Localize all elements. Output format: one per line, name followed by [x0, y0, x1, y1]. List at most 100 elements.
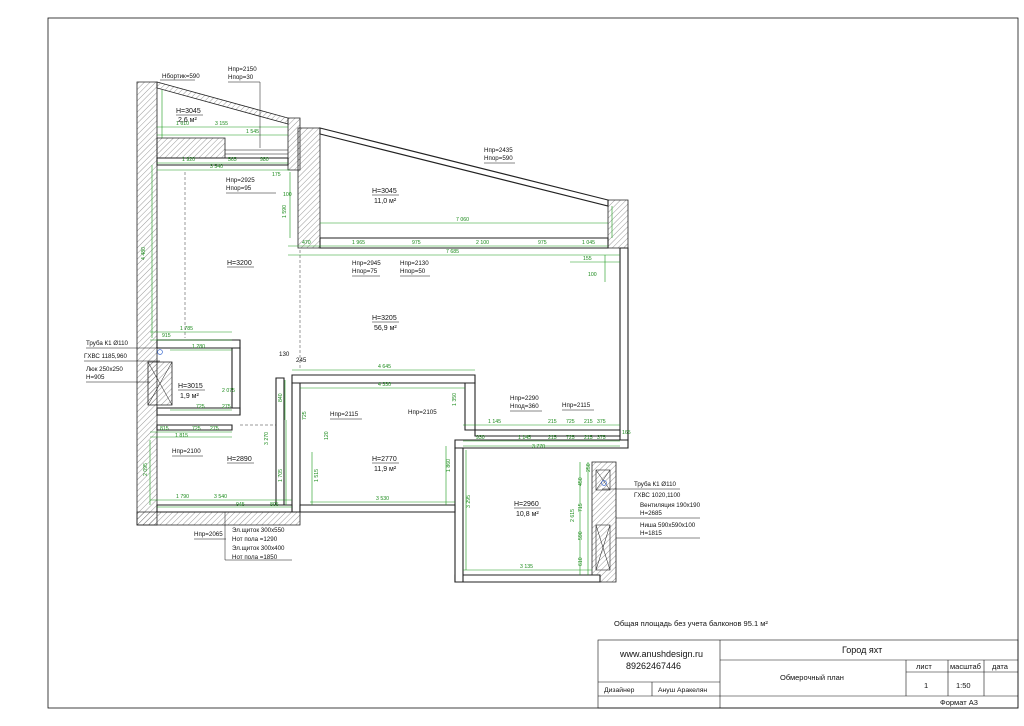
wall-right-upper — [607, 199, 629, 249]
room-area: 56,9 м² — [374, 325, 397, 332]
room-area: 11,0 м² — [374, 198, 397, 205]
dim-text: 1 145 — [488, 419, 501, 425]
dim-text: 215 — [584, 435, 593, 441]
dim-text: 1 145 — [518, 435, 531, 441]
wall-left-outer — [136, 81, 158, 526]
dim-text: 980 — [260, 157, 269, 163]
dim-text: 715 — [578, 503, 584, 512]
dim-text: 3 155 — [215, 121, 228, 127]
door-height: Hпор=75 — [352, 268, 378, 275]
note-vent-h: H=2685 — [640, 510, 662, 517]
wall-roomb-right — [464, 382, 476, 431]
dim-text: 2 615 — [570, 509, 576, 522]
phone: 89262467446 — [626, 661, 681, 671]
note-water-left: ГХВС 1185,960 — [84, 353, 127, 360]
wall-pillar-center — [297, 127, 321, 249]
note-water-right: ГХВС 1020,1100 — [634, 492, 681, 499]
note-panel-2: Эл.щиток 300х400 — [232, 545, 285, 552]
dim-text: 215 — [548, 435, 557, 441]
wall-bedroom-bottom — [454, 574, 601, 583]
dim-text: 1 045 — [582, 240, 595, 246]
total-area: Общая площадь без учета балконов 95.1 м² — [614, 619, 768, 628]
dim-text: 1 965 — [352, 240, 365, 246]
dim-text: 275 — [210, 426, 219, 432]
door-height: Hпр=2925 — [226, 177, 255, 184]
wall-right-shaft — [591, 461, 617, 583]
dim-text: 275 — [222, 404, 231, 410]
site-url: www.anushdesign.ru — [619, 649, 703, 659]
wall-right-living — [619, 247, 629, 441]
wall-roomb-bottom — [299, 504, 456, 513]
designer-name: Ануш Аракелян — [658, 687, 707, 694]
title-block: www.anushdesign.ru 89262467446 Дизайнер … — [597, 639, 1019, 709]
dim-text: 1 920 — [182, 157, 195, 163]
height-label: Hпор=30 — [228, 74, 254, 81]
scale-value: 1:50 — [956, 681, 971, 690]
note-panel-1: Эл.щиток 300х550 — [232, 527, 285, 534]
door-height: Hпр=2945 — [352, 260, 381, 267]
sheet-number: 1 — [924, 681, 928, 690]
dim-text: 375 — [597, 435, 606, 441]
wall-roomb-left — [291, 382, 301, 513]
room-height: H=2960 — [514, 501, 539, 508]
wall-bottom-left — [136, 511, 301, 526]
dim-text: 3 270 — [264, 432, 270, 445]
door-height: Hпр=2105 — [408, 409, 437, 416]
dim-text: 155 — [583, 256, 592, 262]
dim-text: 100 — [588, 272, 597, 278]
dim-text: 1 545 — [246, 129, 259, 135]
dim-text: 915 — [162, 333, 171, 339]
room-area: 10,8 м² — [516, 511, 539, 518]
wall-bedroom-left — [454, 447, 464, 583]
note-niche-h: H=1815 — [640, 530, 662, 537]
dim-text: 470 — [302, 240, 311, 246]
dim-text: 1 785 — [180, 326, 193, 332]
dim-text: 4 645 — [378, 364, 391, 370]
dim-text: 815 — [160, 426, 169, 432]
dim-text: 2 100 — [476, 240, 489, 246]
room-height: H=2890 — [227, 456, 252, 463]
dim-text: 1 860 — [446, 459, 452, 472]
door-height: Hпр=2115 — [562, 402, 591, 409]
dim-text: 120 — [324, 431, 330, 440]
door-height: Hпр=2100 — [172, 448, 201, 455]
room-area: 1,9 м² — [180, 393, 199, 400]
note-hatch-left-h: H=905 — [86, 374, 105, 381]
col-sheet: лист — [916, 662, 932, 671]
dim-text: 250 — [586, 463, 592, 472]
dim-text: 1 610 — [176, 121, 189, 127]
room-height: H=3015 — [178, 383, 203, 390]
dim-text: 3 770 — [532, 444, 545, 450]
dim-text: 2 095 — [143, 463, 149, 476]
designer-role: Дизайнер — [604, 686, 635, 694]
dim-text: 175 — [272, 172, 281, 178]
dim-text: 975 — [412, 240, 421, 246]
dim-text: 4 480 — [141, 247, 147, 260]
dim-text: 725 — [192, 426, 201, 432]
dim-text: 3 135 — [520, 564, 533, 570]
dim-text: 215 — [548, 419, 557, 425]
dim-text: 1 515 — [314, 469, 320, 482]
note-niche: Ниша 590х590х100 — [640, 522, 696, 529]
room-area: 11,9 м² — [374, 466, 397, 473]
height-label: Hбортик=590 — [162, 73, 200, 80]
note-vent: Вентиляция 190х190 — [640, 502, 701, 509]
dim-text: 1 705 — [278, 469, 284, 482]
room-labels: Hбортик=590 Hпр=2150 Hпор=30 H=3045 2,6 … — [160, 66, 594, 540]
room-area: 2,6 м² — [178, 117, 197, 124]
note-hatch-left: Люк 250х250 — [86, 366, 123, 373]
door-height: Hпор=95 — [226, 185, 252, 192]
dim-text: 215 — [584, 419, 593, 425]
door-height: Hпр=2115 — [330, 411, 359, 418]
col-scale: масштаб — [950, 662, 981, 671]
dim-text: 1 280 — [192, 344, 205, 350]
dim-text: 3 540 — [210, 164, 223, 170]
dim-text: 975 — [538, 240, 547, 246]
dim-text: 1 815 — [175, 433, 188, 439]
dim-text: 930 — [476, 435, 485, 441]
room-height: H=2770 — [372, 456, 397, 463]
format: Формат А3 — [940, 698, 978, 707]
dim-text: 375 — [597, 419, 606, 425]
wall-partition — [275, 377, 285, 506]
